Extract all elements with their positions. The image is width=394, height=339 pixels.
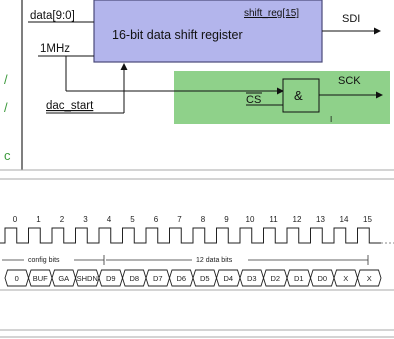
data-cell-label: GA xyxy=(58,274,69,283)
shift-register-block xyxy=(93,0,323,63)
data-cell-label: D2 xyxy=(270,274,280,283)
gate-symbol: & xyxy=(294,88,303,103)
data-cell-label: D1 xyxy=(294,274,304,283)
bit-number-1: 1 xyxy=(36,215,41,224)
cs-label: CS xyxy=(246,94,261,106)
data-cell-label: X xyxy=(367,274,372,283)
data-cell-outline xyxy=(357,269,382,287)
input-bus-label: data[9:0] xyxy=(30,10,75,22)
bit-number-12: 12 xyxy=(293,215,302,224)
bit-number-2: 2 xyxy=(60,215,65,224)
data-cell-label: SHDN xyxy=(77,274,98,283)
and-gate xyxy=(282,78,320,113)
data-cell-label: D8 xyxy=(129,274,139,283)
data-cell-label: D6 xyxy=(176,274,186,283)
bit-number-0: 0 xyxy=(13,215,18,224)
data-cell-label: D3 xyxy=(247,274,257,283)
bit-number-15: 15 xyxy=(363,215,372,224)
data-cell-label: D5 xyxy=(200,274,210,283)
bit-number-4: 4 xyxy=(107,215,112,224)
bit-number-10: 10 xyxy=(246,215,255,224)
bit-number-13: 13 xyxy=(316,215,325,224)
data-cell-label: D4 xyxy=(223,274,233,283)
sck-waveform xyxy=(0,227,381,244)
bit-number-6: 6 xyxy=(154,215,159,224)
data-cell-label: D7 xyxy=(153,274,163,283)
data-cell-label: D9 xyxy=(106,274,116,283)
data-cell-label: 0 xyxy=(15,274,19,283)
register-label: 16-bit data shift register xyxy=(112,28,243,42)
data-cell-label: BUF xyxy=(33,274,48,283)
start-label: dac_start xyxy=(46,100,94,112)
bit-number-11: 11 xyxy=(269,215,278,224)
bit-number-7: 7 xyxy=(177,215,182,224)
data-label: 12 data bits xyxy=(196,257,233,264)
data-cell-label: D0 xyxy=(317,274,327,283)
sdi-label: SDI xyxy=(342,13,360,25)
bit-number-14: 14 xyxy=(340,215,349,224)
data-cell-label: X xyxy=(343,274,348,283)
clock-label: 1MHz xyxy=(40,43,70,55)
bit-number-3: 3 xyxy=(83,215,88,224)
bit-number-8: 8 xyxy=(201,215,206,224)
sck-label: SCK xyxy=(338,75,361,87)
left-fragment-2: / xyxy=(4,100,8,115)
bit-number-9: 9 xyxy=(224,215,229,224)
config-label: config bits xyxy=(28,257,60,264)
gate-area xyxy=(174,71,390,124)
left-fragment-3: c xyxy=(4,148,11,163)
register-msb-label: shift_reg[15] xyxy=(244,8,299,19)
gate-small-mark: I xyxy=(330,115,332,124)
left-fragment-1: / xyxy=(4,72,8,87)
bit-number-5: 5 xyxy=(130,215,135,224)
